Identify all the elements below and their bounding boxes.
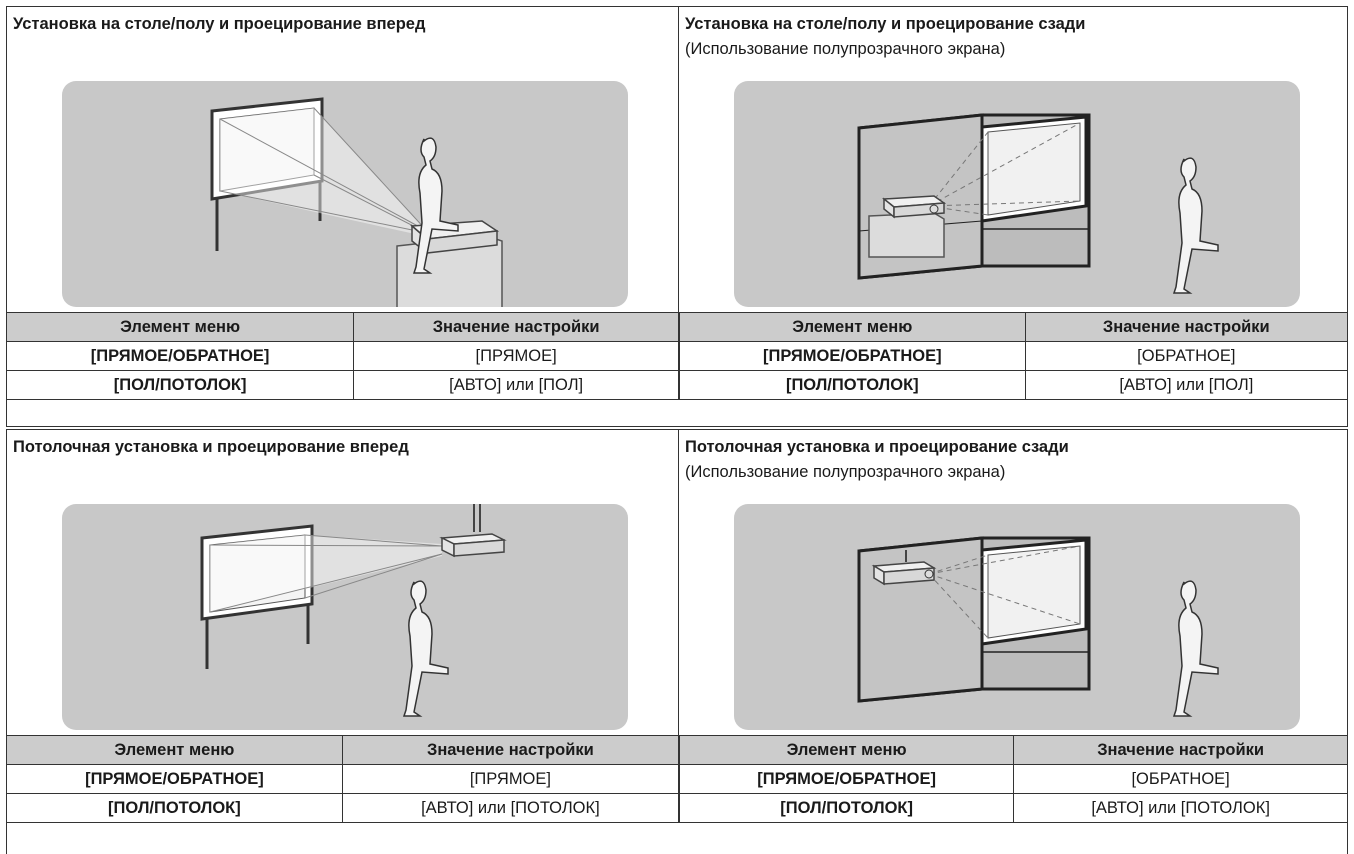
- menu-item-cell: [ПРЯМОЕ/ОБРАТНОЕ]: [7, 764, 343, 794]
- ceiling-front-projection-illustration: [62, 504, 628, 730]
- settings-table-ceiling-front: Элемент меню Значение настройки [ПРЯМОЕ/…: [7, 735, 680, 823]
- column-header-setting-value: Значение настройки: [353, 312, 679, 342]
- settings-table-ceiling-rear: Элемент меню Значение настройки [ПРЯМОЕ/…: [678, 735, 1347, 823]
- desk-rear-projection-illustration: [734, 81, 1300, 307]
- settings-table-desk-rear: Элемент меню Значение настройки [ПРЯМОЕ/…: [679, 312, 1347, 400]
- panel-title: Установка на столе/полу и проецирование …: [685, 15, 1086, 33]
- setting-value-cell: [ОБРАТНОЕ]: [1013, 764, 1347, 794]
- panel-title: Потолочная установка и проецирование сза…: [685, 438, 1069, 456]
- panel-subtitle: (Использование полупрозрачного экрана): [685, 463, 1006, 481]
- table-header-row: Элемент меню Значение настройки: [678, 735, 1347, 765]
- menu-item-cell: [ПОЛ/ПОТОЛОК]: [679, 370, 1026, 400]
- desk-front-projection-drawing: [210, 97, 503, 307]
- table-row: [ПОЛ/ПОТОЛОК] [АВТО] или [ПОЛ]: [679, 370, 1347, 400]
- table-header-row: Элемент меню Значение настройки: [7, 312, 679, 342]
- column-header-setting-value: Значение настройки: [1024, 312, 1347, 342]
- ceiling-rear-projection-illustration: [734, 504, 1300, 730]
- setting-value-cell: [АВТО] или [ПОЛ]: [353, 370, 679, 400]
- menu-item-cell: [ПРЯМОЕ/ОБРАТНОЕ]: [679, 341, 1026, 371]
- menu-item-cell: [ПРЯМОЕ/ОБРАТНОЕ]: [678, 764, 1015, 794]
- column-header-setting-value: Значение настройки: [1013, 735, 1347, 765]
- ceiling-front-projection-drawing: [200, 504, 507, 717]
- setting-value-cell: [ПРЯМОЕ]: [353, 341, 679, 371]
- menu-item-cell: [ПРЯМОЕ/ОБРАТНОЕ]: [7, 341, 355, 371]
- table-row: [ПОЛ/ПОТОЛОК] [АВТО] или [ПОТОЛОК]: [678, 793, 1347, 823]
- settings-table-desk-front: Элемент меню Значение настройки [ПРЯМОЕ/…: [7, 312, 679, 400]
- panel-title: Потолочная установка и проецирование впе…: [13, 438, 409, 456]
- setting-value-cell: [ОБРАТНОЕ]: [1024, 341, 1347, 371]
- panel-desk-front: Установка на столе/полу и проецирование …: [7, 7, 679, 312]
- setting-value-cell: [АВТО] или [ПОТОЛОК]: [341, 793, 680, 823]
- menu-item-cell: [ПОЛ/ПОТОЛОК]: [7, 370, 355, 400]
- table-row: [ПОЛ/ПОТОЛОК] [АВТО] или [ПОЛ]: [7, 370, 679, 400]
- table-row: [ПРЯМОЕ/ОБРАТНОЕ] [ОБРАТНОЕ]: [679, 341, 1347, 371]
- column-header-menu-item: Элемент меню: [7, 312, 355, 342]
- table-header-row: Элемент меню Значение настройки: [7, 735, 680, 765]
- desk-rear-projection-drawing: [857, 113, 1219, 294]
- panel-ceiling-rear: Потолочная установка и проецирование сза…: [679, 430, 1347, 735]
- column-header-menu-item: Элемент меню: [679, 312, 1026, 342]
- desk-front-projection-illustration: [62, 81, 628, 307]
- menu-item-cell: [ПОЛ/ПОТОЛОК]: [7, 793, 343, 823]
- menu-item-cell: [ПОЛ/ПОТОЛОК]: [678, 793, 1015, 823]
- panel-title: Установка на столе/полу и проецирование …: [13, 15, 426, 33]
- table-row: [ПРЯМОЕ/ОБРАТНОЕ] [ОБРАТНОЕ]: [678, 764, 1347, 794]
- table-row: [ПОЛ/ПОТОЛОК] [АВТО] или [ПОТОЛОК]: [7, 793, 680, 823]
- column-header-menu-item: Элемент меню: [678, 735, 1015, 765]
- table-row: [ПРЯМОЕ/ОБРАТНОЕ] [ПРЯМОЕ]: [7, 764, 680, 794]
- column-header-setting-value: Значение настройки: [341, 735, 680, 765]
- table-row: [ПРЯМОЕ/ОБРАТНОЕ] [ПРЯМОЕ]: [7, 341, 679, 371]
- setting-value-cell: [АВТО] или [ПОЛ]: [1024, 370, 1347, 400]
- table-header-row: Элемент меню Значение настройки: [679, 312, 1347, 342]
- panel-subtitle: (Использование полупрозрачного экрана): [685, 40, 1006, 58]
- panel-ceiling-front: Потолочная установка и проецирование впе…: [7, 430, 679, 735]
- ceiling-rear-projection-drawing: [857, 536, 1219, 717]
- setting-value-cell: [ПРЯМОЕ]: [341, 764, 680, 794]
- top-installation-block: Установка на столе/полу и проецирование …: [6, 6, 1348, 427]
- setting-value-cell: [АВТО] или [ПОТОЛОК]: [1013, 793, 1347, 823]
- column-header-menu-item: Элемент меню: [7, 735, 343, 765]
- panel-desk-rear: Установка на столе/полу и проецирование …: [679, 7, 1347, 312]
- bottom-installation-block: Потолочная установка и проецирование впе…: [6, 429, 1348, 854]
